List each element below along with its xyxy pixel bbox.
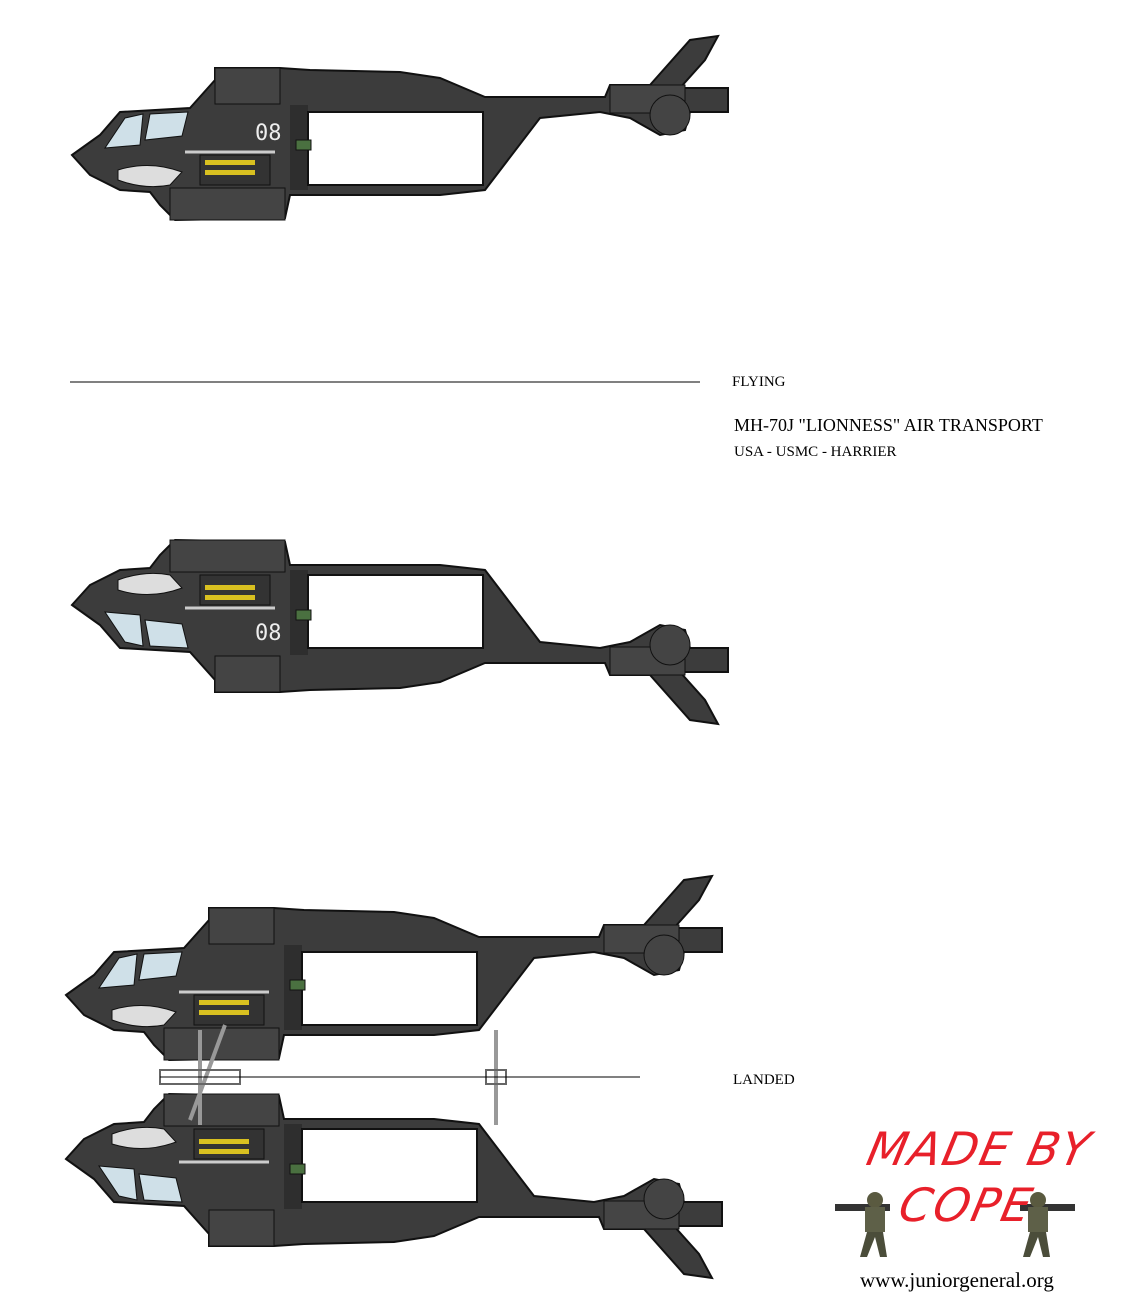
logo-cope: COPE xyxy=(894,1178,1039,1232)
soldier-right xyxy=(1020,1192,1075,1257)
helicopter-landed-top xyxy=(64,874,724,1062)
logo-made-by: MADE BY xyxy=(862,1122,1097,1176)
soldier-left xyxy=(835,1192,890,1257)
aircraft-title: MH-70J "LIONNESS" AIR TRANSPORT xyxy=(734,415,1043,435)
credit-url: www.juniorgeneral.org xyxy=(860,1268,1054,1292)
helicopter-flying-top xyxy=(70,34,730,222)
aircraft-subtitle: USA - USMC - HARRIER xyxy=(734,444,897,460)
flying-label: FLYING xyxy=(732,374,786,390)
helicopter-landed-bottom xyxy=(64,1092,724,1280)
helicopter-flying-bottom xyxy=(70,538,730,726)
tail-number: 08 xyxy=(255,121,282,146)
tail-number: 08 xyxy=(255,621,282,646)
landed-label: LANDED xyxy=(733,1072,795,1088)
